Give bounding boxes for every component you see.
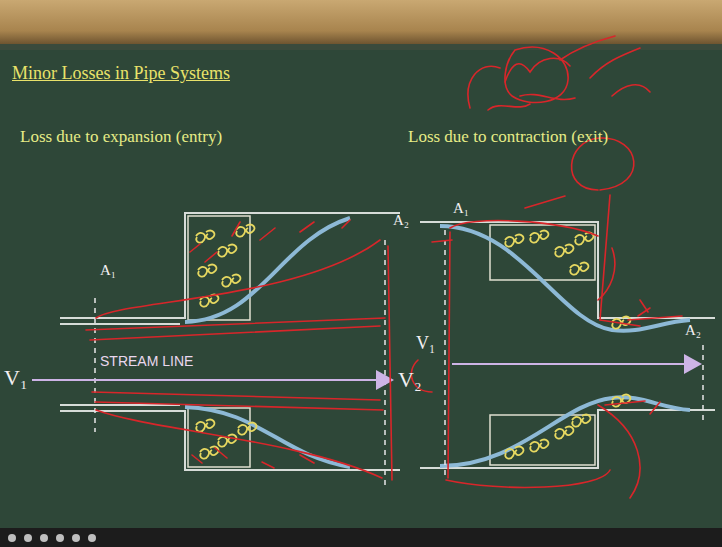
area-label: A₂ [685, 322, 701, 339]
velocity-label: V₁ [4, 366, 28, 390]
section-heading: Loss due to expansion (entry) [20, 128, 222, 147]
area-label: A₁ [453, 200, 469, 217]
area-label: A₂ [393, 212, 409, 229]
slide-title: Minor Losses in Pipe Systems [12, 64, 230, 84]
velocity-label: V₂ [398, 368, 422, 392]
velocity-label: V₁ [416, 334, 435, 354]
section-heading: Loss due to contraction (exit) [408, 128, 608, 147]
area-label: A₁ [100, 262, 116, 279]
streamline-label: STREAM LINE [100, 354, 193, 369]
